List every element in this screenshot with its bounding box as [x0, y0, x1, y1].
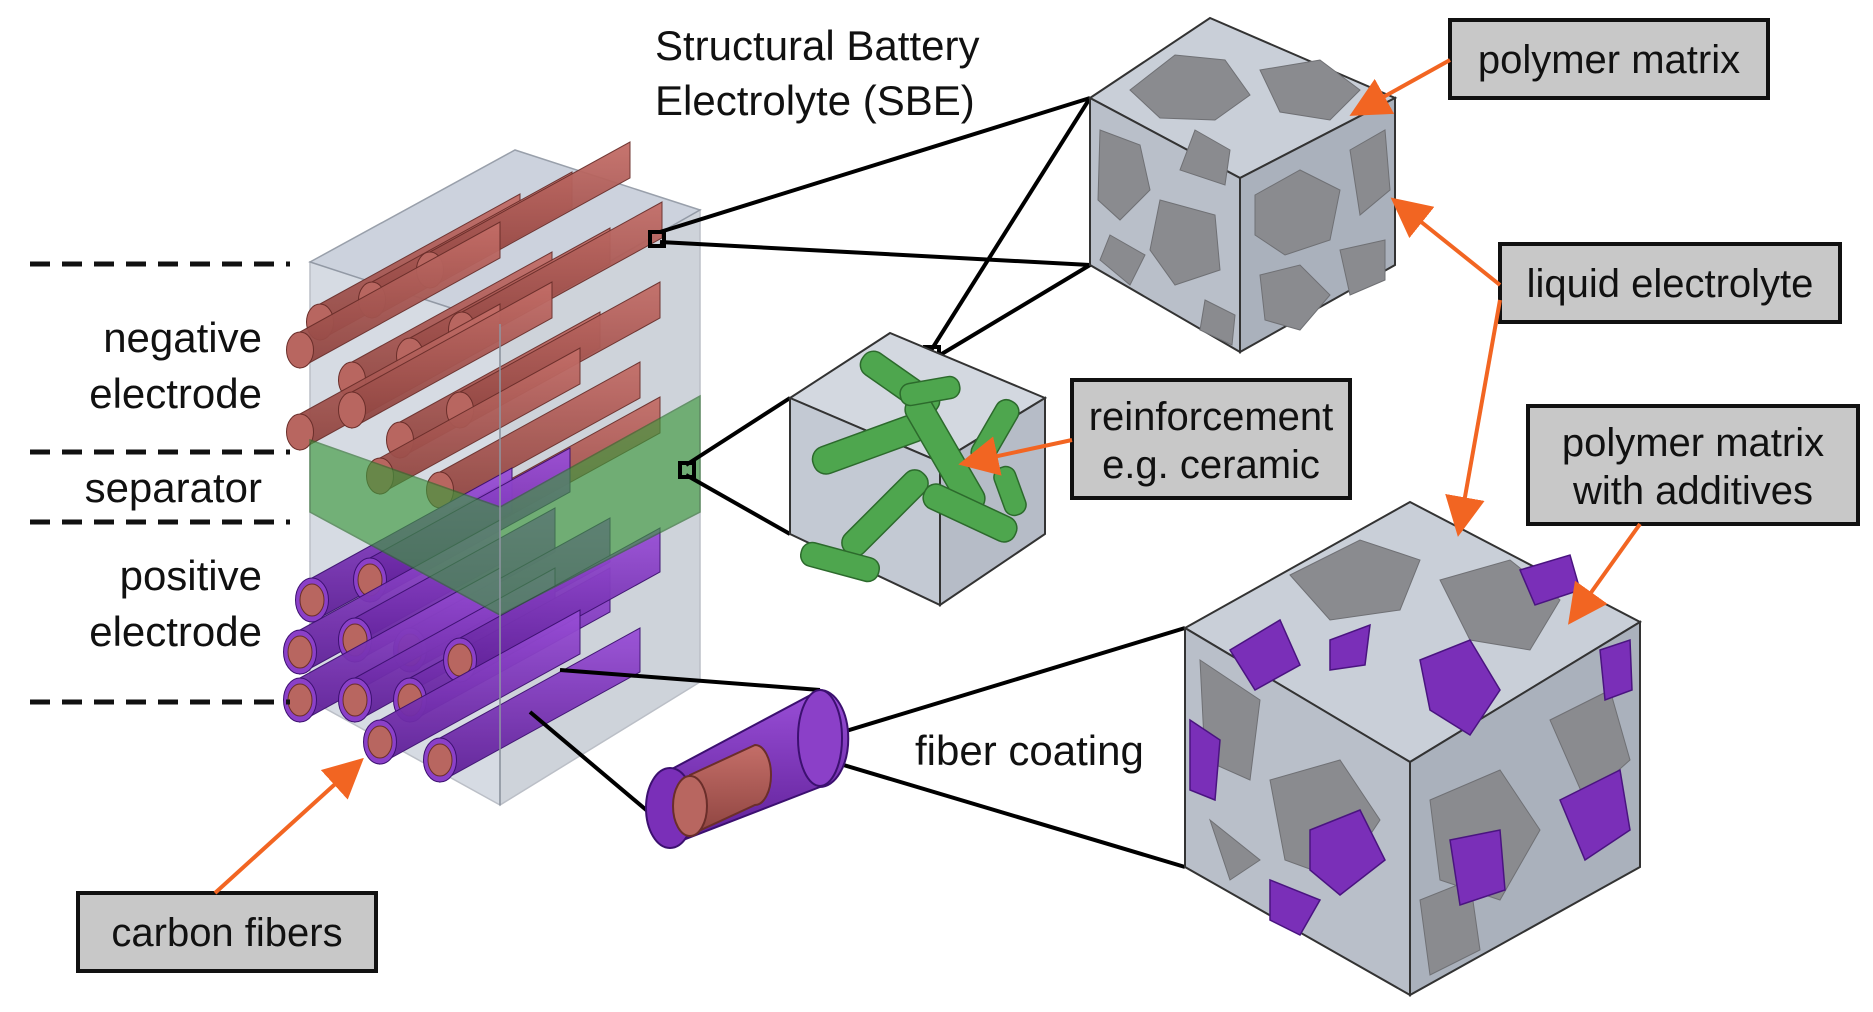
positive-electrode-label-1: positive [120, 552, 262, 599]
callout-additives: polymer matrix with additives [1526, 404, 1860, 526]
arrows [213, 58, 1642, 895]
zoom-marker-sbe [648, 230, 666, 248]
sbe-title-line-2: Electrolyte (SBE) [655, 77, 975, 124]
carbon-fiber [338, 281, 553, 429]
callout-liquid-electrolyte: liquid electrolyte [1498, 242, 1842, 324]
callout-carbon-fibers: carbon fibers [76, 891, 378, 973]
fiber-coating-label: fiber coating [915, 727, 1144, 774]
callout-additives-text-1: polymer matrix [1562, 421, 1824, 465]
arrow-liquid-to-top-cube [1390, 197, 1502, 287]
negative-electrode-label-1: negative [103, 314, 262, 361]
positive-electrode-label-2: electrode [89, 608, 262, 655]
callout-polymer-matrix-text: polymer matrix [1478, 38, 1740, 82]
battery-stack [283, 141, 702, 807]
carbon-fiber [363, 609, 581, 765]
arrow-liquid-to-bottom-cube [1445, 299, 1502, 537]
separator-label: separator [85, 464, 262, 511]
callout-liquid-electrolyte-text: liquid electrolyte [1527, 262, 1814, 306]
coated-fiber [645, 688, 850, 849]
zoom-connectors [528, 96, 1186, 869]
additives-cube [1183, 500, 1643, 997]
zoom-marker-separator [678, 461, 696, 479]
callout-carbon-fibers-text: carbon fibers [111, 911, 342, 955]
callout-reinforcement-text-2: e.g. ceramic [1102, 443, 1320, 487]
arrow-polymer-matrix [1349, 58, 1451, 116]
callout-additives-text-2: with additives [1572, 469, 1813, 513]
carbon-fiber [286, 221, 501, 369]
callout-reinforcement: reinforcement e.g. ceramic [1070, 378, 1352, 500]
arrow-additives [1568, 522, 1642, 625]
arrow-reinforcement [958, 436, 1073, 476]
negative-electrode-label-2: electrode [89, 370, 262, 417]
callout-polymer-matrix: polymer matrix [1448, 18, 1770, 100]
reinforcement-cube [787, 331, 1048, 607]
arrow-carbon-fibers [213, 757, 364, 895]
callout-reinforcement-text-1: reinforcement [1089, 395, 1334, 439]
sbe-microstructure-cube [1088, 16, 1398, 354]
sbe-title-line-1: Structural Battery [655, 22, 979, 69]
carbon-fiber [423, 627, 641, 783]
